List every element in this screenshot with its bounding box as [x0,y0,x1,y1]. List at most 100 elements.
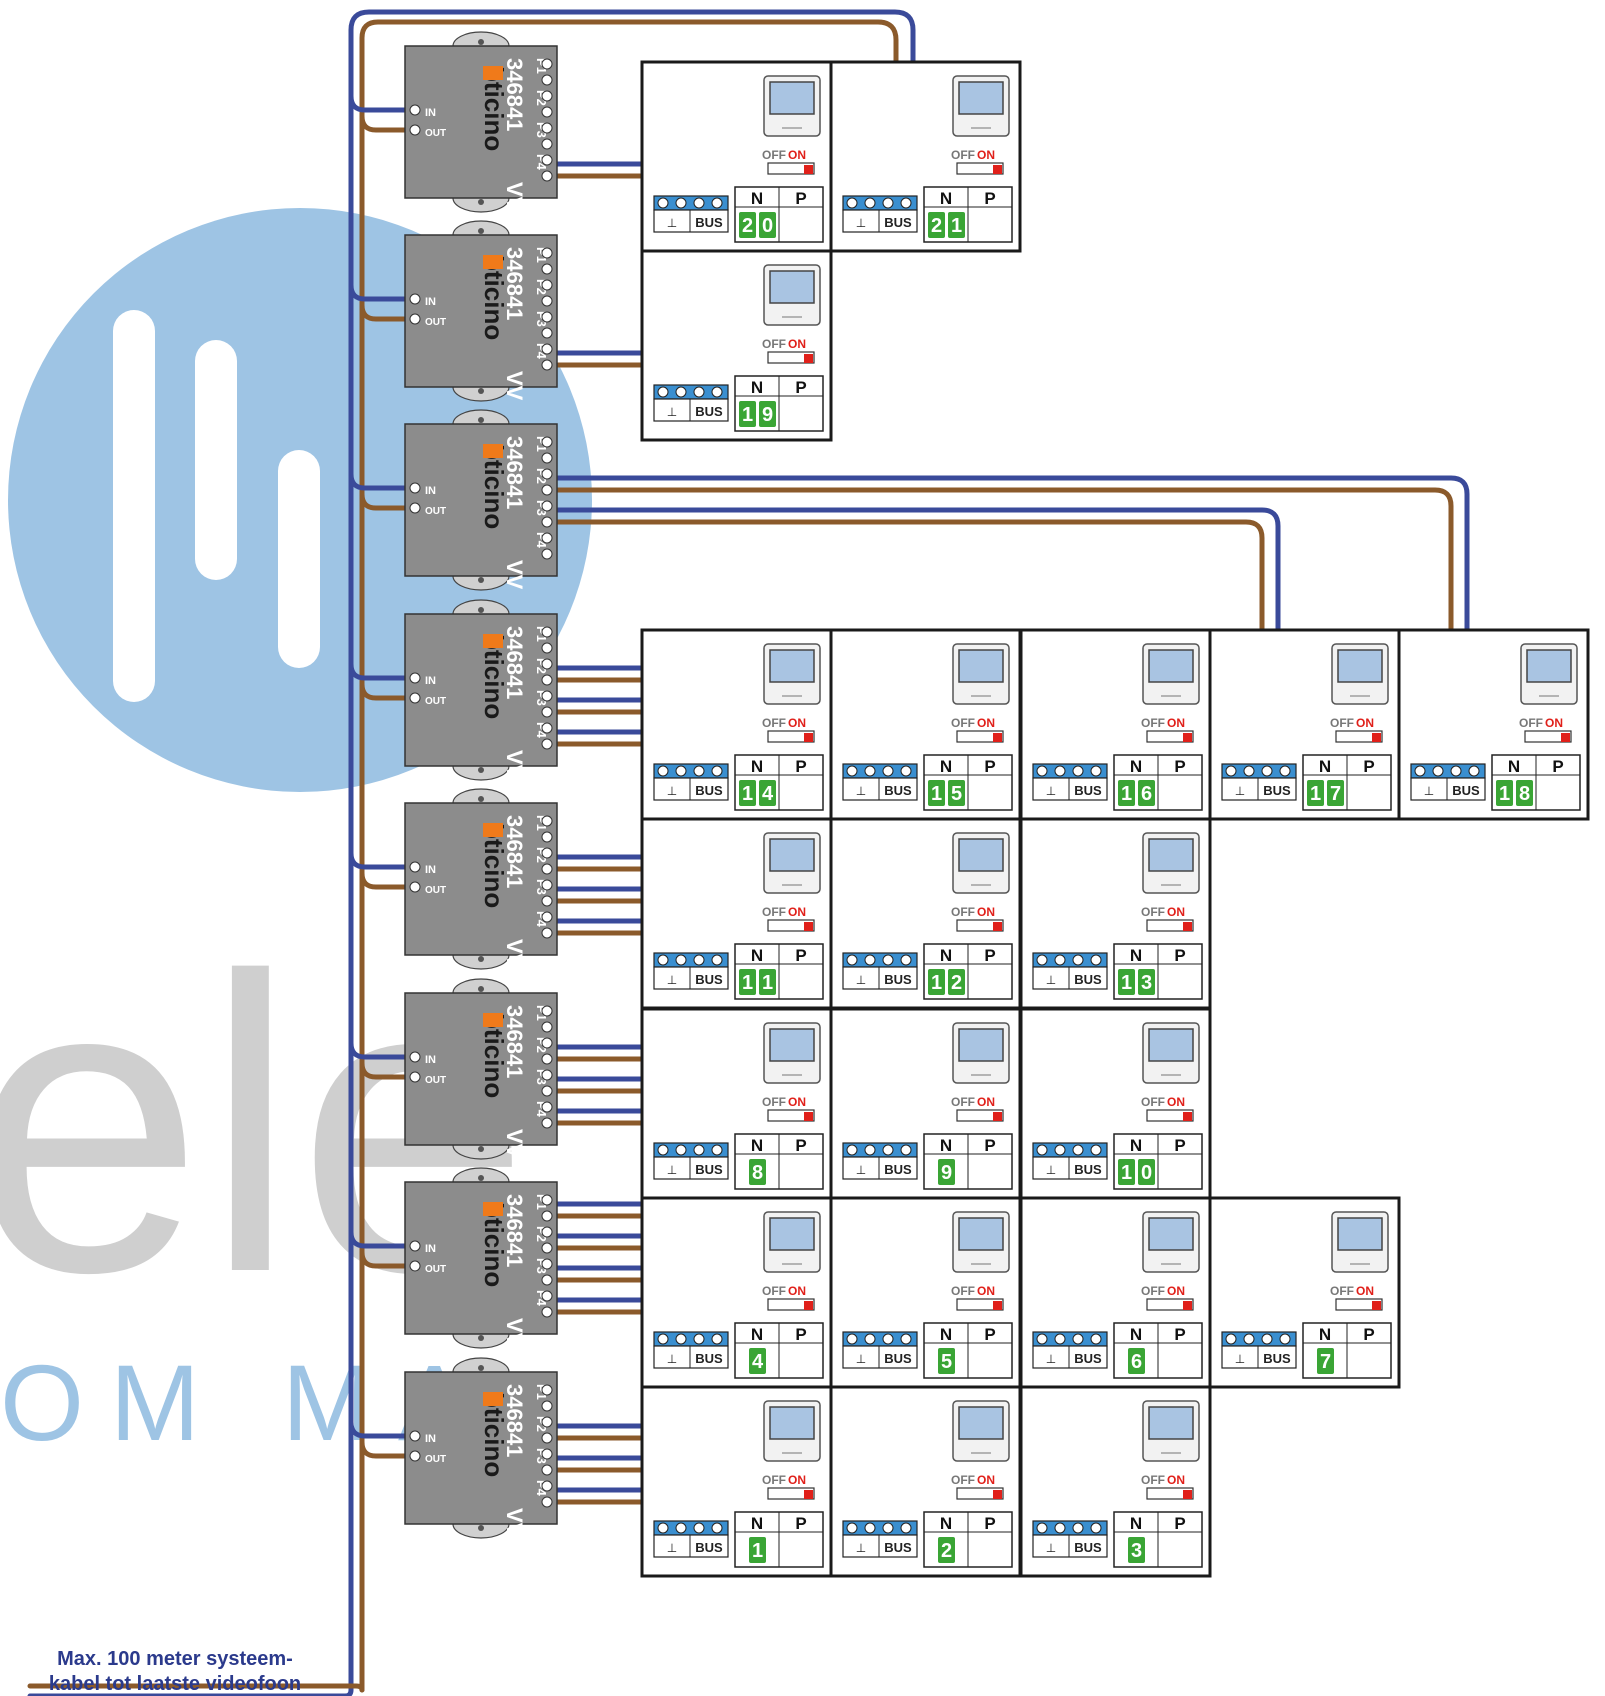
terminal-screw [1279,1333,1291,1345]
apartment-number-digit: 1 [1121,972,1132,994]
monitor-screen [1526,649,1572,683]
in-label: IN [425,864,436,876]
switch-body [956,730,1004,743]
screw-hole [478,607,484,613]
out-terminal [409,881,421,893]
port-terminal [541,626,553,638]
terminal-label-box [653,209,729,233]
switch-knob [1372,733,1381,742]
apartment-number-box [1128,1537,1145,1563]
port-terminal [541,674,553,686]
apartment-number-box [1327,780,1344,806]
in-terminal [409,861,421,873]
bus-wire [359,870,415,890]
port-terminal [541,532,553,544]
off-label: OFF [951,716,975,730]
port-terminal [541,1021,553,1033]
on-label: ON [788,905,806,919]
apartment-number-digit: 1 [752,1540,763,1562]
switch-knob [1183,1112,1192,1121]
port-terminal [541,327,553,339]
bus-label: BUS [1074,1540,1102,1555]
terminal-screw [711,1333,723,1345]
switch-knob [1183,922,1192,931]
out-label: OUT [425,885,446,896]
port-terminal [541,106,553,118]
n-label: N [751,757,763,776]
switch-body [767,351,815,364]
terminal-screw [693,386,705,398]
apartment-number-box [759,212,776,238]
off-label: OFF [762,905,786,919]
terminal-label-box [842,1345,918,1369]
bus-label: BUS [695,783,723,798]
monitor-screen [958,1406,1004,1440]
terminal-screw [882,1144,894,1156]
terminal-screw [846,1522,858,1534]
on-label: ON [977,716,995,730]
switch-body [767,919,815,932]
monitor-screen [769,270,815,304]
bus-label: BUS [695,972,723,987]
in-terminal [409,672,421,684]
screw-hole [478,1175,484,1181]
port-terminal [541,359,553,371]
p-label: P [1363,1325,1374,1344]
terminal-screw [675,1144,687,1156]
apartment-number-box [1118,780,1135,806]
watermark-bar [278,450,320,668]
bus-wire [359,1439,415,1459]
brand-logo-mark [483,255,503,269]
apartment-number-box [1118,1159,1135,1185]
on-label: ON [977,148,995,162]
ground-icon: ⊥ [1046,1163,1056,1177]
screw-hole [478,796,484,802]
terminal-screw [1261,1333,1273,1345]
screw-hole [478,1365,484,1371]
port-terminal [541,170,553,182]
module-body [404,423,558,577]
out-terminal [409,313,421,325]
switch-knob [804,733,813,742]
terminal-screw [900,1144,912,1156]
off-label: OFF [951,148,975,162]
terminal-screw [864,765,876,777]
module-model: 346841 [502,1005,527,1078]
n-label: N [1130,946,1142,965]
terminal-screw [882,1333,894,1345]
switch-knob [804,354,813,363]
bus-wire [348,1040,415,1060]
switch-body [1146,1109,1194,1122]
port-terminal [541,1496,553,1508]
off-label: OFF [762,1473,786,1487]
terminal-label-box [653,966,729,990]
screw-hole [478,228,484,234]
terminal-screw [1090,1144,1102,1156]
off-label: OFF [762,1095,786,1109]
apartment-number-digit: 6 [1131,1351,1142,1373]
port-terminal [541,1432,553,1444]
monitor-screen [769,838,815,872]
off-label: OFF [1330,1284,1354,1298]
screw-hole [478,956,484,962]
terminal-label-box [1032,966,1108,990]
screw-hole [478,1335,484,1341]
n-label: N [1130,1514,1142,1533]
switch-body [767,730,815,743]
switch-knob [1183,1301,1192,1310]
out-label: OUT [425,696,446,707]
port-terminal [541,74,553,86]
bus-wire [348,1229,415,1249]
screw-hole [478,767,484,773]
p-label: P [795,946,806,965]
terminal-screw [675,765,687,777]
off-label: OFF [1141,1284,1165,1298]
